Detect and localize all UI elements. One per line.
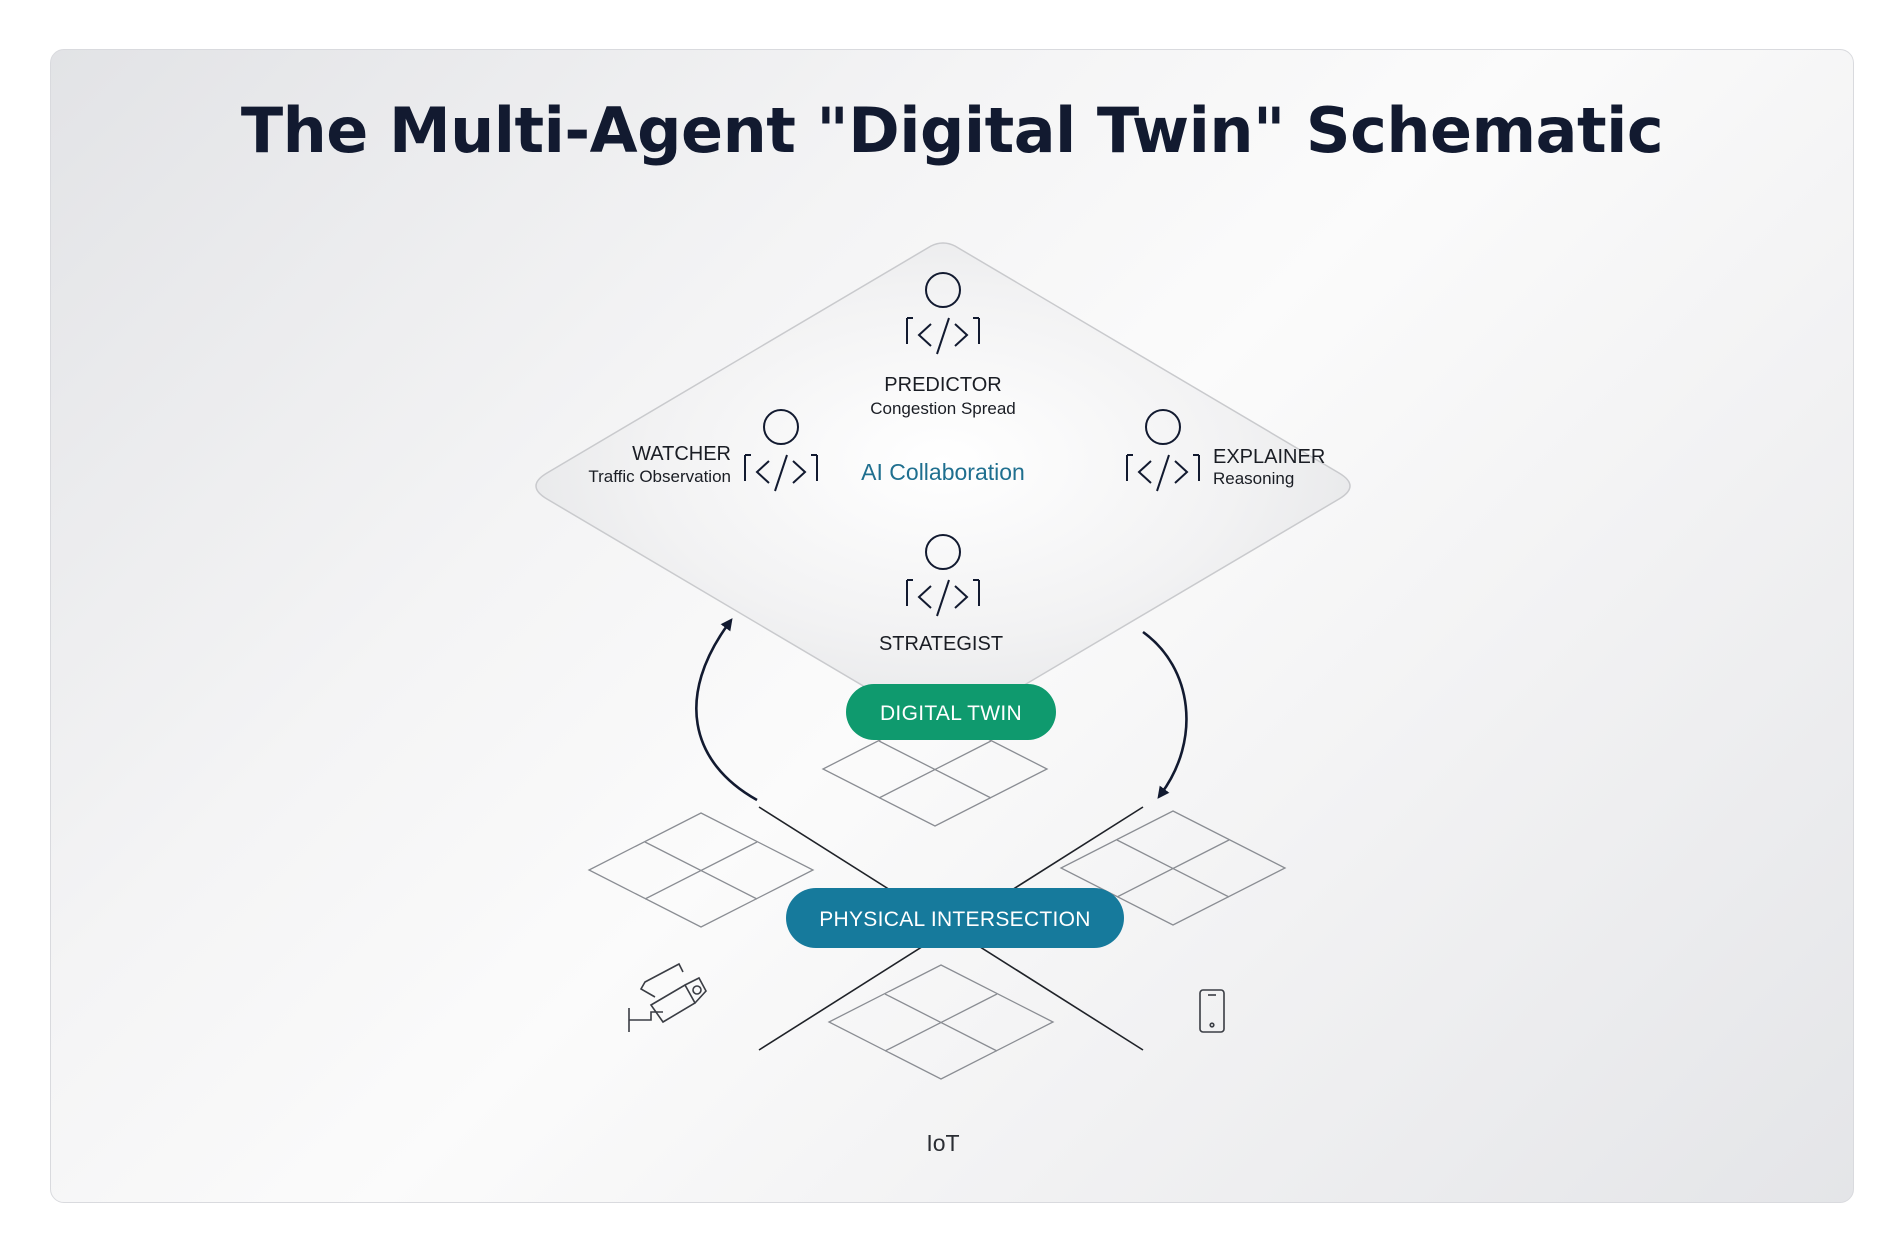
watcher-name: WATCHER xyxy=(632,443,731,465)
page-title: The Multi-Agent "Digital Twin" Schematic xyxy=(240,94,1664,167)
arrow-icon xyxy=(1142,630,1188,799)
watcher-role: Traffic Observation xyxy=(588,467,731,486)
explainer-agent: EXPLAINER Reasoning xyxy=(1126,409,1325,492)
watcher-agent: WATCHER Traffic Observation xyxy=(588,409,818,492)
digital-twin-badge: DIGITAL TWIN xyxy=(846,684,1056,740)
intersection-grid-left xyxy=(588,812,814,928)
strategist-name: STRATEGIST xyxy=(879,633,1003,655)
strategist-agent: STRATEGIST xyxy=(879,534,1003,655)
physical-intersection-badge: PHYSICAL INTERSECTION xyxy=(786,888,1124,948)
schematic-card: The Multi-Agent "Digital Twin" Schematic xyxy=(50,49,1854,1203)
predictor-name: PREDICTOR xyxy=(884,374,1001,396)
ai-collaboration-label: AI Collaboration xyxy=(861,459,1025,485)
security-camera-icon xyxy=(628,962,707,1032)
digital-twin-label: DIGITAL TWIN xyxy=(880,702,1022,725)
explainer-role: Reasoning xyxy=(1213,469,1294,488)
schematic-diagram: PREDICTOR Congestion Spread WATCHER Traf… xyxy=(535,242,1351,1156)
arrow-icon xyxy=(695,618,758,802)
predictor-role: Congestion Spread xyxy=(870,399,1016,418)
explainer-name: EXPLAINER xyxy=(1213,446,1325,468)
predictor-agent: PREDICTOR Congestion Spread xyxy=(870,272,1016,418)
intersection-grid-bottom xyxy=(828,964,1054,1080)
iot-label: IoT xyxy=(926,1130,959,1156)
physical-intersection-label: PHYSICAL INTERSECTION xyxy=(819,908,1091,931)
smartphone-icon xyxy=(1199,989,1225,1033)
